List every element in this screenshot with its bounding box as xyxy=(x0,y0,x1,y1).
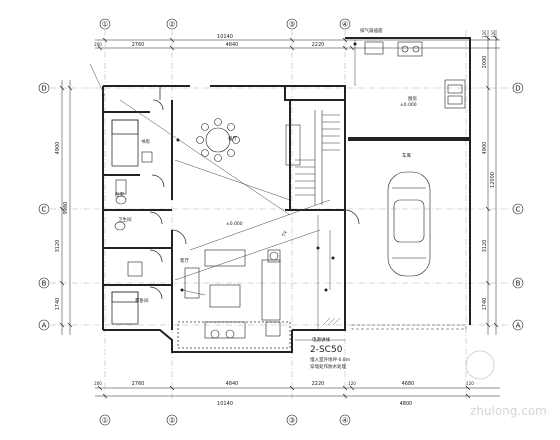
entry-hatching xyxy=(322,317,341,326)
room-guest-bedroom: 客卧间 xyxy=(135,297,149,304)
garage-door xyxy=(351,324,467,330)
room-living: 客厅 xyxy=(180,257,189,264)
dim-left-part: 4900 xyxy=(55,142,61,155)
top-right-note: 排气扇插座 xyxy=(360,27,383,34)
dim-left-total: 9980 xyxy=(63,202,69,215)
incoming-note: 埋入室外地坪-0.8m xyxy=(310,356,350,363)
axis-bottom-4: ④ xyxy=(342,417,348,425)
dim-top-part: 200 xyxy=(94,42,102,47)
axis-left-b: B xyxy=(42,280,47,288)
dimension-lines xyxy=(59,30,500,399)
dim-top-part: 4840 xyxy=(226,42,239,48)
room-study: 书房 xyxy=(141,138,150,145)
dim-bottom-part: 2220 xyxy=(312,381,325,387)
annotations: 排气扇插座 电源进线 2-SC50 埋入室外地坪-0.8m 穿墙处作防水处理 xyxy=(310,27,383,370)
dim-top-part: 2220 xyxy=(312,42,325,48)
axis-right-a: A xyxy=(516,322,521,330)
axis-bottom-2: ② xyxy=(169,417,175,425)
dim-top-part: 320 xyxy=(491,30,496,38)
dim-right-part: 4900 xyxy=(482,142,488,155)
garage-car xyxy=(387,171,431,277)
axis-bottom-3: ③ xyxy=(289,417,295,425)
incoming-title: 电源进线 xyxy=(312,336,330,343)
axis-bubbles xyxy=(38,18,524,426)
dim-top-total: 10140 xyxy=(217,34,233,40)
axis-left-d: D xyxy=(41,85,46,93)
room-garage: 车库 xyxy=(402,152,411,159)
kitchen-level: ±0.000 xyxy=(400,102,417,108)
outlets xyxy=(176,42,357,292)
dim-bottom-part: 4680 xyxy=(402,381,415,387)
room-bathroom: 卫生间 xyxy=(118,216,132,223)
incoming-note-2: 穿墙处作防水处理 xyxy=(310,363,346,370)
floor-level: ±0.000 xyxy=(226,221,243,227)
room-bedroom: 卧室 xyxy=(115,191,124,198)
room-dining: 餐厅 xyxy=(228,135,237,142)
dim-right-part: 3120 xyxy=(482,240,488,253)
axis-top-4: ④ xyxy=(342,21,348,29)
dim-right-part: 2000 xyxy=(482,56,488,69)
room-labels: 餐厅 书房 卧室 卫生间 客卧间 客厅 TV 厨房 车库 ±0.000 ±0.0… xyxy=(115,95,417,304)
dim-top-part: 2760 xyxy=(132,42,145,48)
dim-right-total: 12000 xyxy=(490,172,496,188)
dimension-texts: 10140 200 2760 4840 2220 320 200 2760 48… xyxy=(55,30,496,407)
dim-right-part: 120 xyxy=(482,30,487,38)
dim-bottom-total-b: 4800 xyxy=(400,401,413,407)
watermark: zhulong.com xyxy=(465,350,547,418)
dim-bottom-part: 200 xyxy=(94,381,102,386)
watermark-text: zhulong.com xyxy=(470,404,547,418)
axis-bottom-1: ① xyxy=(102,417,108,425)
dim-right-part: 1740 xyxy=(482,298,488,311)
wiring xyxy=(89,40,356,341)
axis-right-b: B xyxy=(516,280,521,288)
kitchen-fixtures xyxy=(364,41,466,109)
axis-left-a: A xyxy=(42,322,47,330)
tv-label: TV xyxy=(281,229,289,238)
dim-left-part: 3120 xyxy=(55,240,61,253)
axis-right-d: D xyxy=(515,85,520,93)
walls xyxy=(102,37,471,353)
dim-bottom-part: 2760 xyxy=(132,381,145,387)
room-kitchen: 厨房 xyxy=(408,95,417,102)
axis-top-3: ③ xyxy=(289,21,295,29)
incoming-pipe: 2-SC50 xyxy=(310,345,343,355)
axis-labels: ① ② ③ ④ ① ② ③ ④ D C B A D C B A xyxy=(41,21,520,425)
thin-walls xyxy=(111,86,360,349)
axis-top-1: ① xyxy=(102,21,108,29)
axis-right-c: C xyxy=(516,206,521,214)
living-furniture xyxy=(184,249,281,339)
stairs xyxy=(285,110,340,205)
dim-bottom-part: 120 xyxy=(348,381,356,386)
dim-bottom-part: 120 xyxy=(466,381,474,386)
dim-bottom-total-a: 10140 xyxy=(217,401,233,407)
fixtures xyxy=(114,151,153,277)
dim-bottom-part: 4840 xyxy=(226,381,239,387)
axis-left-c: C xyxy=(42,206,47,214)
dim-left-part: 1740 xyxy=(55,298,61,311)
dining-table xyxy=(196,118,240,162)
axis-top-2: ② xyxy=(169,21,175,29)
